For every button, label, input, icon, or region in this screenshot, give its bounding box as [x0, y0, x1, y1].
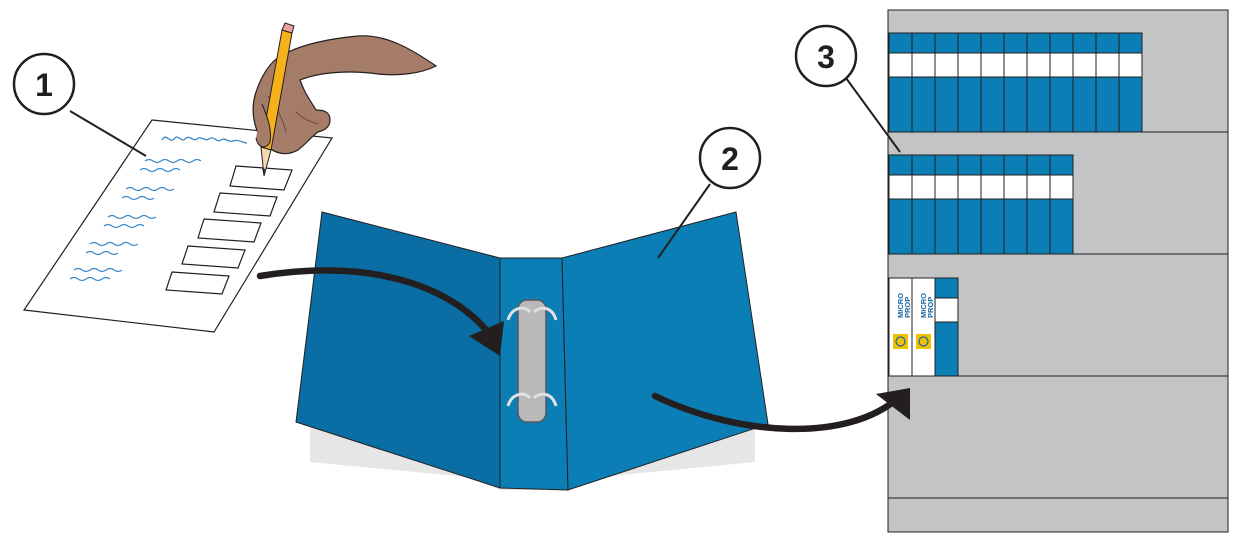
spine-label [980, 174, 1005, 200]
spine-label [934, 174, 959, 200]
form-checkbox [229, 165, 293, 191]
binder-shelf: MICRO PROP MICRO PROP [887, 9, 1229, 533]
step-callout-2: 2 [657, 126, 762, 259]
step-callout-3: 3 [794, 24, 901, 153]
form-checkbox [165, 271, 230, 295]
spine-label [1026, 174, 1051, 200]
binder-spine [888, 32, 913, 133]
binder-spine [957, 32, 982, 133]
ring-binder [295, 211, 769, 491]
shelf-row-middle [888, 154, 1074, 255]
step-number: 3 [817, 39, 835, 75]
binder-spine [888, 154, 913, 255]
binder-spine [1072, 32, 1097, 133]
spine-label [1003, 52, 1028, 78]
form-checkbox [197, 218, 262, 243]
hand [252, 35, 438, 155]
spine-label [1095, 52, 1120, 78]
flow-arrows [256, 267, 910, 433]
branded-binder: MICRO PROP [911, 277, 936, 377]
binder-spine [1049, 32, 1074, 133]
spine-label [1003, 174, 1028, 200]
binder-spine [1049, 154, 1074, 255]
brand-label-line2: PROP [926, 297, 935, 318]
branded-binder: MICRO PROP [888, 277, 913, 377]
shelf-row-lower: MICRO PROP MICRO PROP [888, 277, 959, 377]
form-checkboxes [165, 165, 293, 295]
binder-spine [1118, 32, 1143, 133]
binder-spine [1026, 154, 1051, 255]
paper-form [22, 119, 334, 333]
form-checkbox [181, 245, 246, 269]
spine-label [1026, 52, 1051, 78]
arrow-binder-to-shelf [651, 388, 910, 433]
binder-spine [911, 32, 936, 133]
binder-spine [1003, 154, 1028, 255]
step-circle [12, 52, 76, 116]
spine-label [957, 52, 982, 78]
leader-line [69, 110, 147, 157]
step-callout-1: 1 [12, 52, 147, 157]
binder-spine [934, 154, 959, 255]
ring-mechanism [506, 299, 558, 423]
micro-prop-logo [893, 334, 908, 349]
handwritten-lines [69, 158, 202, 282]
binder-spine [980, 32, 1005, 133]
step-circle [794, 24, 858, 88]
brand-label-line2: PROP [903, 297, 912, 318]
spine-label [957, 174, 982, 200]
spine-label [1049, 52, 1074, 78]
spine-label [934, 52, 959, 78]
binder-spine [957, 154, 982, 255]
form-checkbox [213, 192, 278, 217]
step-number: 1 [35, 67, 53, 103]
leader-line [845, 77, 901, 153]
spine-label [1118, 52, 1143, 78]
step-number: 2 [721, 141, 739, 177]
binder-spine [1095, 32, 1120, 133]
step-circle [698, 126, 762, 190]
shelf-row-top [888, 32, 1143, 133]
binder-spine [911, 154, 936, 255]
spine-label [911, 174, 936, 200]
arrow-form-to-binder [256, 267, 504, 356]
binder-shadow [310, 418, 755, 490]
binder-spine [980, 154, 1005, 255]
handwritten-heading [161, 136, 248, 144]
leader-line [657, 183, 711, 259]
spine-label [911, 52, 936, 78]
hand-with-pencil [252, 22, 438, 177]
binder-spine [934, 277, 959, 377]
binder-spine [1003, 32, 1028, 133]
spine-label [1049, 174, 1074, 200]
brand-label-line1: MICRO [896, 293, 905, 318]
spine-label [888, 174, 913, 200]
brand-label-line1: MICRO [919, 293, 928, 318]
spine-label [980, 52, 1005, 78]
spine-label [1072, 52, 1097, 78]
micro-prop-logo [916, 334, 931, 349]
pencil-icon [260, 22, 295, 177]
binder-spine [1026, 32, 1051, 133]
binder-spine [934, 32, 959, 133]
spine-label [888, 52, 913, 78]
